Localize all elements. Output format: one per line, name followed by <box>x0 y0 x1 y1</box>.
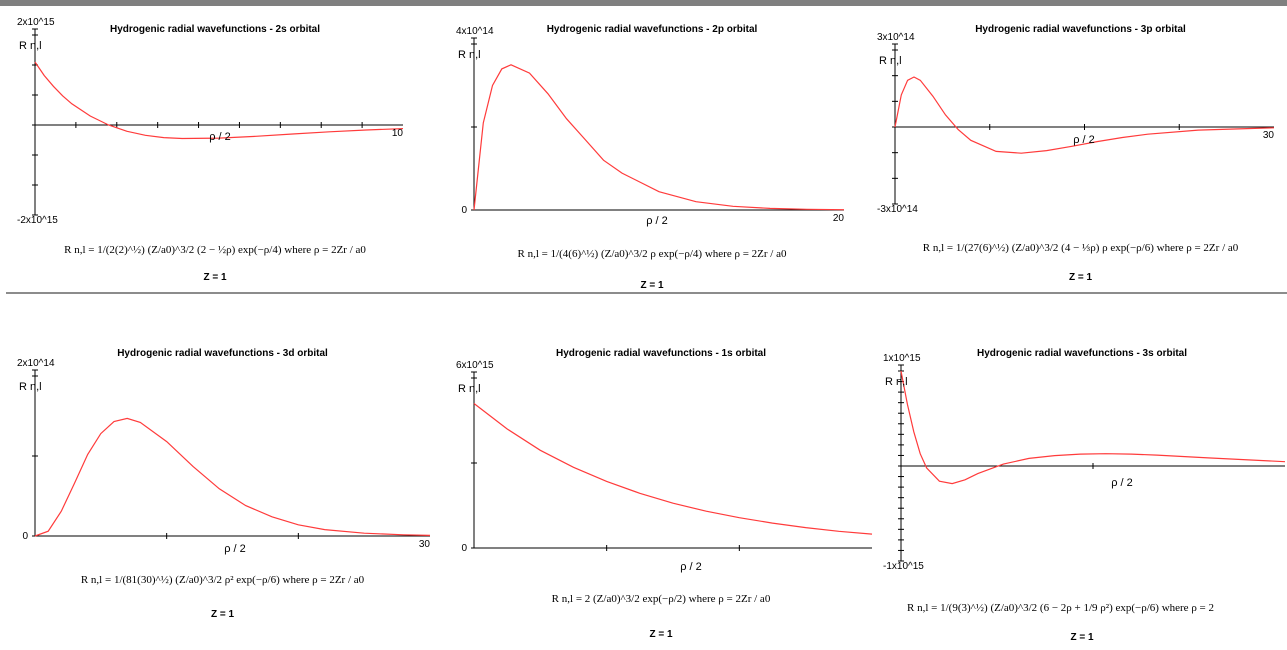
series-curve <box>473 64 845 211</box>
chart-plot-1s: 6x10^15 R n,l 0 ρ / 2 <box>456 360 873 573</box>
chart-plot-3p: 3x10^14 R n,l -3x10^14 30 ρ / 2 <box>877 32 1275 215</box>
formula: R n,l = 1/(4(6)^½) (Z/a0)^3/2 ρ exp(−ρ/4… <box>517 248 787 260</box>
z-label: Z = 1 <box>649 629 673 640</box>
panel-2s: Hydrogenic radial wavefunctions - 2s orb… <box>0 10 430 290</box>
z-label: Z = 1 <box>1068 272 1093 283</box>
panel-3d: Hydrogenic radial wavefunctions - 3d orb… <box>0 296 445 636</box>
x-axis-label: ρ / 2 <box>1111 477 1133 489</box>
z-label: Z = 1 <box>640 280 664 290</box>
x-max-label: 30 <box>419 539 431 550</box>
chart-plot-2s: 2x10^15 R n,l -2x10^15 10 ρ / 2 <box>17 17 404 226</box>
y-axis-label: R n,l <box>879 55 902 67</box>
series-curve <box>34 61 404 140</box>
series-curve <box>894 76 1275 154</box>
x-max-label: 30 <box>1263 130 1275 141</box>
origin-label: 0 <box>461 543 467 554</box>
formula: R n,l = 1/(27(6)^½) (Z/a0)^3/2 (4 − ⅓ρ) … <box>922 242 1239 254</box>
formula: R n,l = 1/(81(30)^½) (Z/a0)^3/2 ρ² exp(−… <box>80 574 365 586</box>
x-max-label: 20 <box>833 213 845 224</box>
y-max-label: 2x10^14 <box>17 358 55 369</box>
chart-title: Hydrogenic radial wavefunctions - 3d orb… <box>117 348 328 359</box>
chart-plot-3s: 1x10^15 R n,l -1x10^15 ρ / 2 <box>883 353 1286 572</box>
series-curve <box>900 370 1286 485</box>
y-min-label: -1x10^15 <box>883 561 924 572</box>
x-max-label: 10 <box>392 128 404 139</box>
y-max-label: 1x10^15 <box>883 353 921 364</box>
y-axis-label: R n,l <box>885 376 908 388</box>
chart-title: Hydrogenic radial wavefunctions - 2s orb… <box>109 24 321 35</box>
series-curve <box>473 403 873 535</box>
formula: R n,l = 1/(2(2)^½) (Z/a0)^3/2 (2 − ½ρ) e… <box>64 244 366 256</box>
panel-1s: Hydrogenic radial wavefunctions - 1s orb… <box>446 296 876 646</box>
x-axis-label: ρ / 2 <box>646 215 668 227</box>
z-label: Z = 1 <box>203 272 227 283</box>
y-axis-label: R n,l <box>19 381 42 393</box>
y-axis-label: R n,l <box>458 383 481 395</box>
panel-3s: Hydrogenic radial wavefunctions - 3s orb… <box>877 296 1287 650</box>
chart-plot-2p: 4x10^14 R n,l 0 20 ρ / 2 <box>456 26 845 227</box>
formula: R n,l = 2 (Z/a0)^3/2 exp(−ρ/2) where ρ =… <box>551 593 771 605</box>
top-border <box>0 0 1287 6</box>
x-axis-label: ρ / 2 <box>680 561 702 573</box>
chart-title: Hydrogenic radial wavefunctions - 2p orb… <box>546 24 758 35</box>
chart-title: Hydrogenic radial wavefunctions - 3s orb… <box>976 348 1188 359</box>
formula: R n,l = 1/(9(3)^½) (Z/a0)^3/2 (6 − 2ρ + … <box>907 602 1215 614</box>
chart-title: Hydrogenic radial wavefunctions - 3p orb… <box>975 24 1186 35</box>
x-axis-label: ρ / 2 <box>1073 134 1095 146</box>
y-axis-label: R n,l <box>19 40 42 52</box>
series-curve <box>34 417 431 537</box>
origin-label: 0 <box>22 531 28 542</box>
z-label: Z = 1 <box>210 609 235 620</box>
origin-label: 0 <box>461 205 467 216</box>
x-axis-label: ρ / 2 <box>209 131 231 143</box>
z-label: Z = 1 <box>1070 632 1094 643</box>
y-max-label: 3x10^14 <box>877 32 915 43</box>
y-min-label: -2x10^15 <box>17 215 58 226</box>
y-min-label: -3x10^14 <box>877 204 918 215</box>
y-max-label: 6x10^15 <box>456 360 494 371</box>
y-axis-label: R n,l <box>458 49 481 61</box>
panel-2p: Hydrogenic radial wavefunctions - 2p orb… <box>432 10 872 290</box>
y-max-label: 4x10^14 <box>456 26 494 37</box>
panel-3p: Hydrogenic radial wavefunctions - 3p orb… <box>874 10 1287 290</box>
chart-plot-3d: 2x10^14 R n,l 0 30 ρ / 2 <box>17 358 431 555</box>
y-max-label: 2x10^15 <box>17 17 55 28</box>
row-divider <box>6 292 1287 294</box>
x-axis-label: ρ / 2 <box>224 543 246 555</box>
chart-title: Hydrogenic radial wavefunctions - 1s orb… <box>555 348 767 359</box>
